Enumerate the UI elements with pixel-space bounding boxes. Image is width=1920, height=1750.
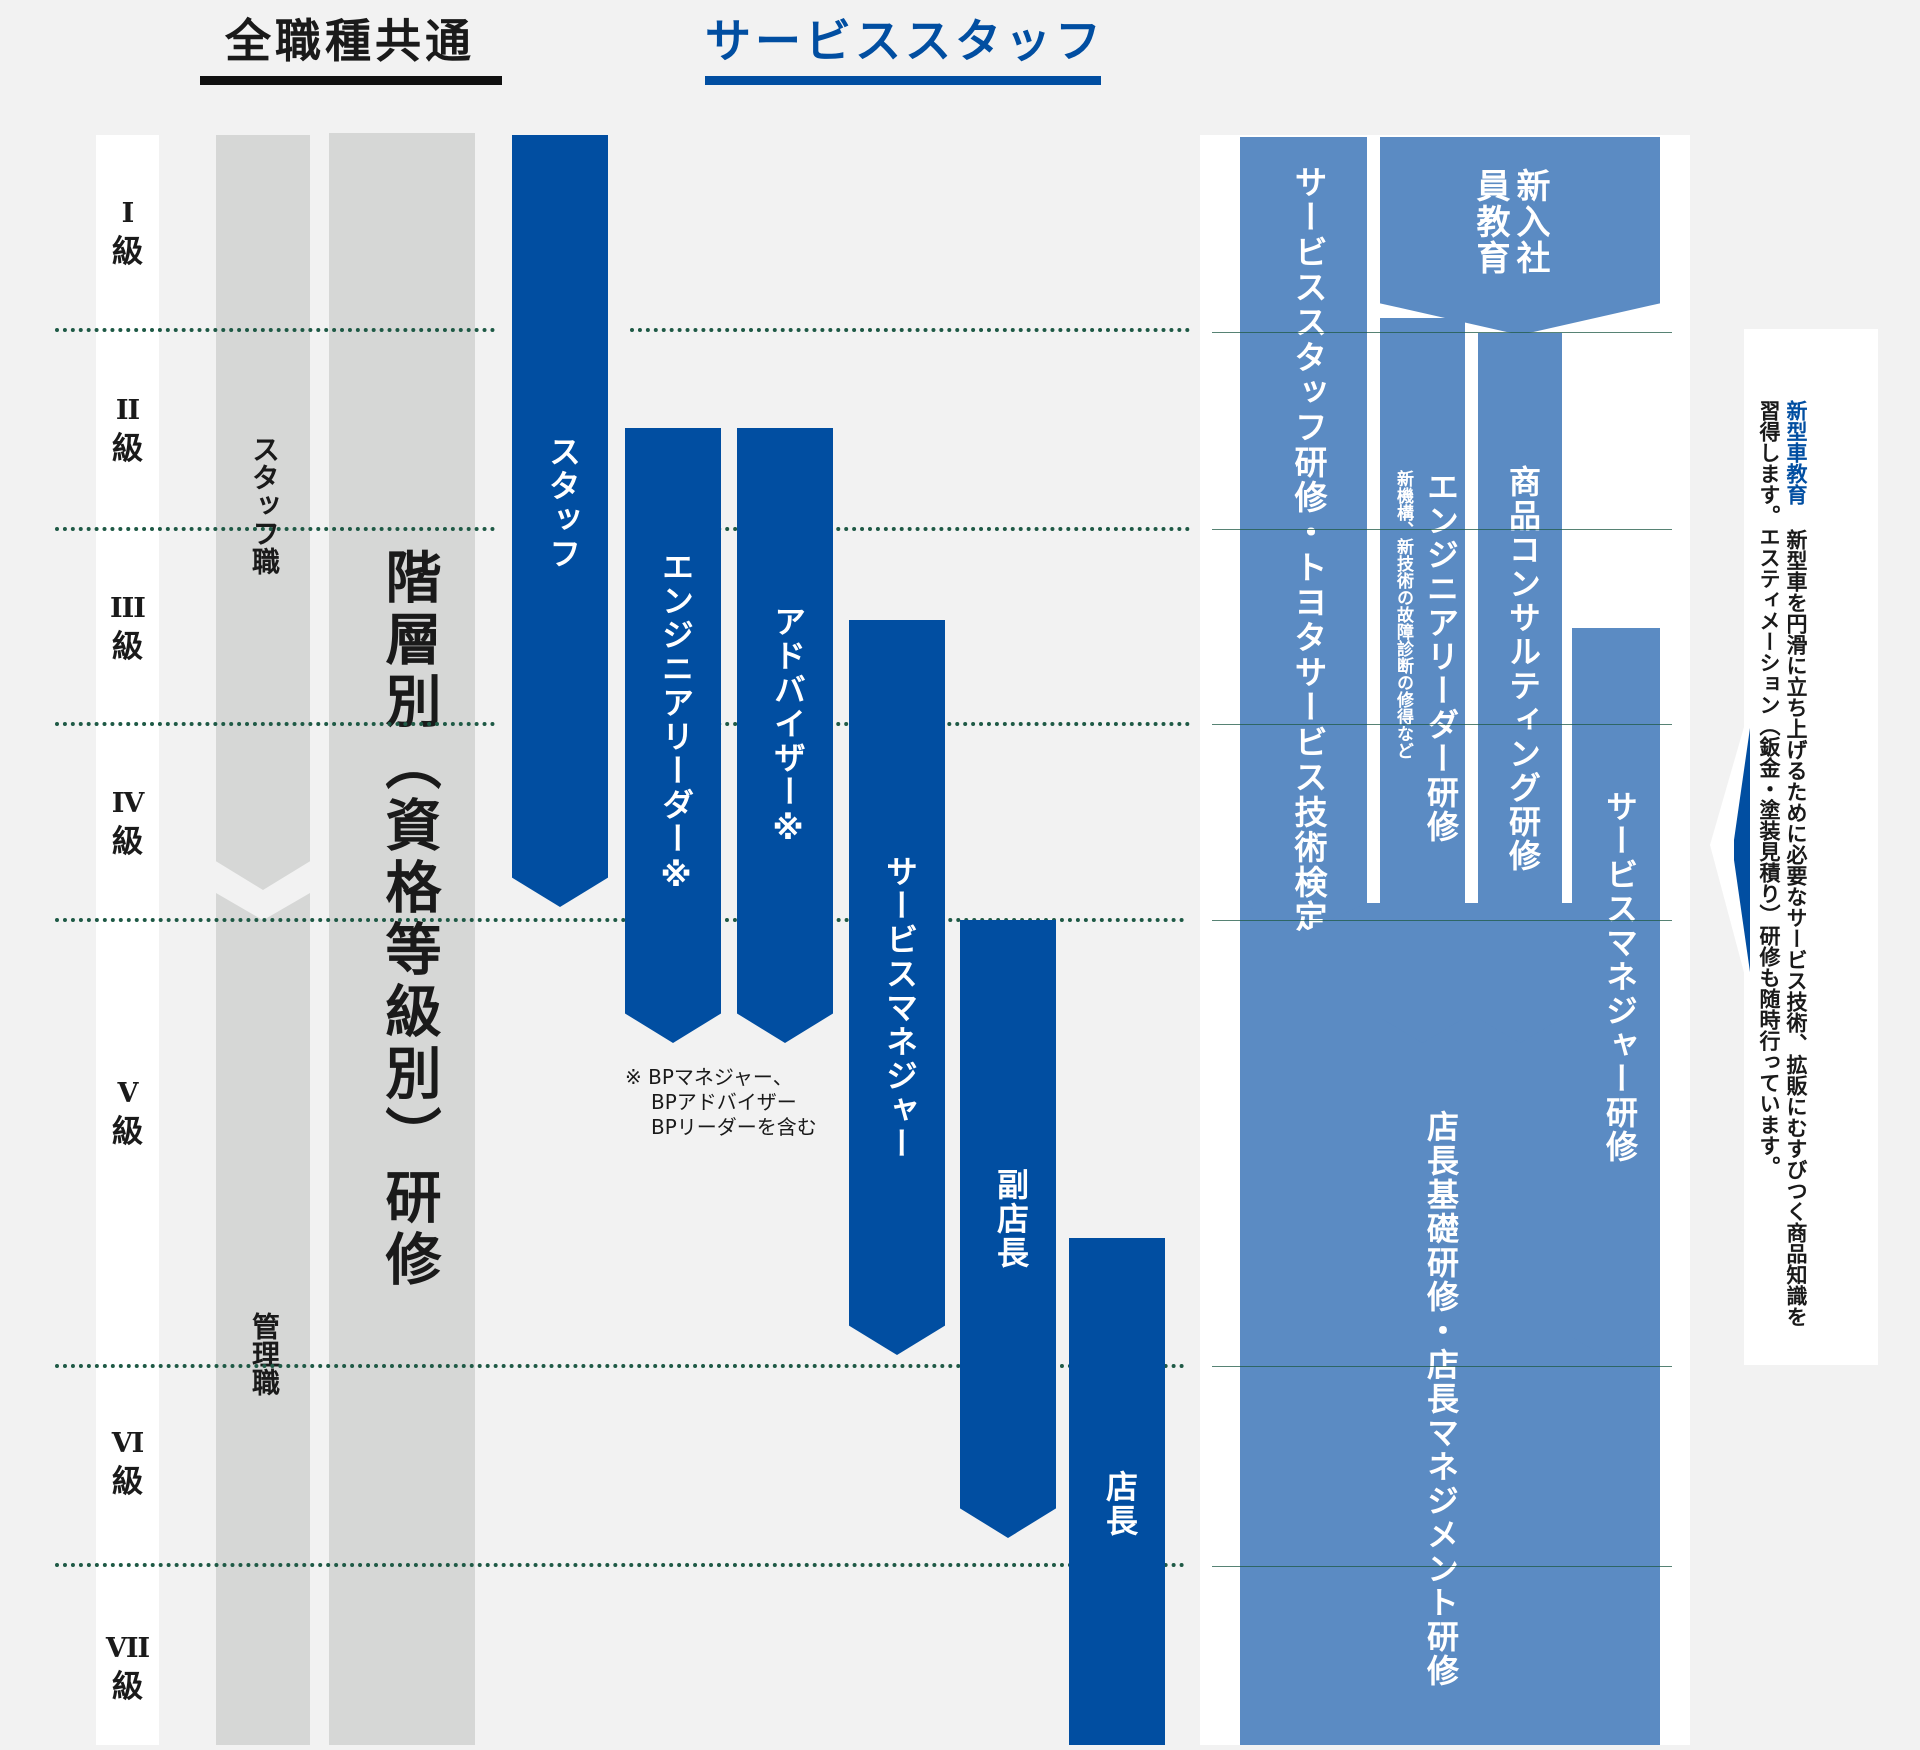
program-engineer-leader-bar	[1380, 318, 1465, 1043]
program-product-consulting-bar	[1478, 333, 1562, 1043]
side-note-highlight: 新型車教育	[1784, 400, 1808, 505]
grade-column	[96, 135, 159, 1745]
panel-line-2	[1212, 529, 1672, 530]
footnote-line-1: BPマネジャー、	[648, 1065, 793, 1089]
program-new-hire-label: 新入社員教育	[1470, 168, 1550, 276]
side-note-box	[1744, 329, 1878, 1365]
position-staff-bar	[512, 135, 608, 907]
position-store-manager-bar	[1069, 1238, 1165, 1745]
position-service-manager-bar	[849, 620, 945, 1355]
position-engineer-leader-bar	[625, 428, 721, 1043]
position-advisor-bar	[737, 428, 833, 1043]
footnote-line-3: BPリーダーを含む	[651, 1115, 817, 1139]
program-engineer-leader-label: エンジニアリーダー研修	[1422, 470, 1460, 844]
grade-separator-1	[55, 328, 495, 332]
grade-separator-6	[55, 1563, 1185, 1567]
tier-training-bar	[329, 133, 475, 1745]
position-deputy-manager-bar	[960, 920, 1056, 1538]
header-common: 全職種共通	[225, 14, 475, 68]
program-service-manager-bar	[1572, 628, 1660, 1363]
position-staff-label: スタッフ	[544, 435, 582, 571]
position-engineer-leader-label: エンジニアリーダー※	[657, 550, 695, 896]
program-product-consulting-label: 商品コンサルティング研修	[1504, 465, 1542, 873]
program-store-manager-label: 店長基礎研修・店長マネジメント研修	[1422, 1110, 1460, 1688]
side-note-pointer	[1710, 720, 1756, 980]
program-service-staff-label: サービススタッフ研修・トヨタサービス技術検定	[1289, 165, 1328, 935]
grade-separator-5	[55, 1364, 1185, 1368]
side-note-text: 新型車教育 新型車を円滑に立ち上げるために必要なサービス技術、拡販にむすびつく商…	[1755, 400, 1809, 1330]
footnote-mark: ※	[625, 1065, 642, 1089]
panel-line-4	[1212, 920, 1672, 921]
grade-separator-4	[55, 918, 1185, 922]
position-deputy-manager-label: 副店長	[992, 1168, 1030, 1270]
side-note-body: 新型車を円滑に立ち上げるために必要なサービス技術、拡販にむすびつく商品知識を習得…	[1757, 400, 1808, 1327]
panel-line-6	[1212, 1566, 1672, 1567]
panel-line-3	[1212, 724, 1672, 725]
header-service: サービススタッフ	[705, 14, 1105, 68]
footnote: ※ BPマネジャー、 BPアドバイザー BPリーダーを含む	[625, 1065, 817, 1140]
grade-separator-2b	[630, 527, 1190, 531]
position-store-manager-label: 店長	[1101, 1470, 1139, 1538]
footnote-line-2: BPアドバイザー	[651, 1090, 797, 1114]
program-service-staff-bar	[1240, 137, 1367, 933]
program-service-manager-label: サービスマネジャー研修	[1601, 790, 1639, 1164]
position-service-manager-label: サービスマネジャー	[881, 855, 919, 1161]
grade-separator-1b	[630, 328, 1190, 332]
panel-line-1	[1212, 332, 1672, 333]
header-common-underline	[200, 76, 502, 85]
header-service-underline	[705, 76, 1101, 85]
manager-track-bar	[216, 893, 310, 1745]
grade-separator-3	[55, 722, 495, 726]
program-engineer-leader-sub: 新機構、新技術の故障診断の修得など	[1393, 470, 1413, 759]
grade-separator-2	[55, 527, 495, 531]
staff-track-label: スタッフ職	[248, 435, 281, 575]
program-new-hire-bar	[1380, 137, 1660, 335]
manager-track-label: 管理職	[248, 1312, 281, 1396]
position-advisor-label: アドバイザー※	[769, 605, 807, 849]
panel-line-5	[1212, 1366, 1672, 1367]
staff-track-bar	[216, 135, 310, 890]
